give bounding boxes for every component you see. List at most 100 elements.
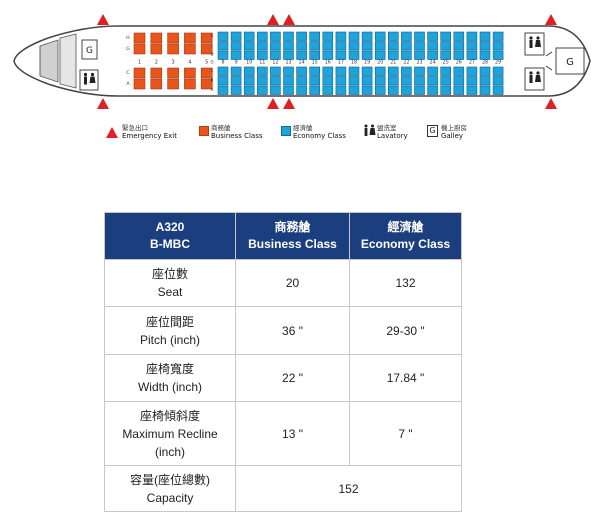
row-label-en: Width (inch)	[137, 380, 202, 394]
business-seat	[200, 32, 213, 44]
business-seat	[133, 32, 146, 44]
seat-letter-label: G	[126, 46, 130, 52]
lavatory-legend-icon	[364, 124, 376, 136]
row-number-label: 18	[351, 60, 357, 66]
row-number-label: 20	[377, 60, 383, 66]
galley-legend-icon: G	[427, 125, 438, 137]
legend-galley-zh: 機上廚房	[441, 124, 467, 132]
seat-letter-label: K	[211, 33, 214, 38]
row-label-en: Maximum Recline	[122, 426, 218, 441]
economy-seat	[466, 66, 478, 76]
row-number-label: 5	[205, 60, 208, 66]
row-number-label: 28	[482, 60, 488, 66]
header-business: 商務艙 Business Class	[235, 212, 350, 260]
economy-seat	[256, 66, 268, 76]
seat-letter-label: A	[211, 87, 214, 92]
lavatory-icon	[529, 71, 541, 83]
economy-seat	[387, 50, 399, 60]
economy-seat	[322, 76, 334, 86]
cockpit-window	[39, 39, 59, 83]
door-mark	[545, 65, 553, 71]
row-number-label: 23	[416, 60, 422, 66]
economy-seat	[414, 66, 425, 76]
emergency-exit-icon	[545, 14, 557, 25]
economy-seat	[217, 66, 229, 76]
row-number-label: 14	[299, 60, 305, 66]
economy-seat	[440, 76, 452, 86]
economy-seat	[479, 41, 491, 51]
economy-seat	[440, 50, 452, 60]
cockpit-window	[59, 33, 77, 89]
economy-seat	[414, 31, 425, 41]
economy-seat	[427, 85, 438, 95]
seat-letter-label: B	[211, 78, 214, 83]
row-number-label: 25	[443, 60, 449, 66]
economy-seat	[414, 76, 425, 86]
row-label-zh: 座椅寬度	[145, 362, 194, 376]
economy-seat	[217, 31, 229, 41]
economy-seat	[217, 50, 229, 60]
economy-seat	[230, 50, 242, 60]
economy-seat	[348, 76, 360, 86]
row-number-label: 24	[430, 60, 436, 66]
row-label-width: 座椅寬度 Width (inch)	[104, 354, 236, 402]
header-economy: 經濟艙 Economy Class	[349, 212, 462, 260]
economy-seat	[348, 85, 360, 95]
economy-seat	[374, 76, 386, 86]
emergency-exit-icon	[545, 98, 557, 109]
economy-seat	[322, 50, 334, 60]
economy-seat	[243, 31, 255, 41]
economy-seat	[414, 50, 425, 60]
economy-seat	[256, 50, 268, 60]
economy-seat	[309, 31, 321, 41]
legend-business-en: Business Class	[211, 132, 263, 140]
business-seat	[167, 32, 179, 44]
table-row: 座位數 Seat 20 132	[104, 259, 462, 307]
economy-seat	[296, 76, 307, 86]
economy-seat	[374, 41, 386, 51]
economy-seat	[492, 66, 504, 76]
business-seat	[200, 67, 213, 79]
economy-seat	[322, 31, 334, 41]
economy-width-value: 17.84 "	[349, 354, 462, 402]
seat-map-legend: 緊急出口 Emergency Exit 商務艙 Business Class 經…	[0, 123, 600, 147]
economy-seat	[217, 76, 229, 86]
economy-seat	[283, 50, 294, 60]
row-label-en: Capacity	[146, 490, 194, 505]
economy-seat	[453, 31, 465, 41]
seat-letter-label: A	[126, 81, 130, 87]
row-number-label: 11	[259, 60, 265, 66]
economy-seat	[296, 41, 307, 51]
business-seat	[167, 78, 179, 90]
economy-seat	[440, 41, 452, 51]
economy-seat	[479, 85, 491, 95]
business-seat	[184, 67, 196, 79]
legend-business: 商務艙 Business Class	[211, 124, 263, 140]
economy-seat	[296, 85, 307, 95]
economy-seat	[479, 66, 491, 76]
row-number-label: 27	[469, 60, 475, 66]
economy-seat	[335, 85, 347, 95]
seat-letter-label: C	[126, 70, 129, 76]
economy-seat	[387, 31, 399, 41]
seat-letter-label: G	[210, 60, 213, 65]
economy-seat	[309, 50, 321, 60]
economy-seat	[335, 66, 347, 76]
legend-galley: 機上廚房 Galley	[441, 124, 467, 140]
row-number-label: 26	[456, 60, 462, 66]
header-aircraft-reg: B-MBC	[150, 237, 190, 251]
business-class-swatch	[199, 126, 209, 136]
row-label-en: Seat	[157, 285, 183, 299]
economy-seat	[361, 31, 373, 41]
economy-seat	[492, 31, 504, 41]
economy-seat	[270, 41, 281, 51]
economy-seat	[230, 31, 242, 41]
economy-seat	[466, 85, 478, 95]
capacity-value: 152	[235, 465, 462, 512]
economy-seat	[453, 41, 465, 51]
economy-seat	[479, 31, 491, 41]
row-number-label: 13	[285, 60, 291, 66]
economy-seat	[453, 50, 465, 60]
row-number-label: 3	[172, 60, 175, 66]
economy-seat	[283, 66, 294, 76]
